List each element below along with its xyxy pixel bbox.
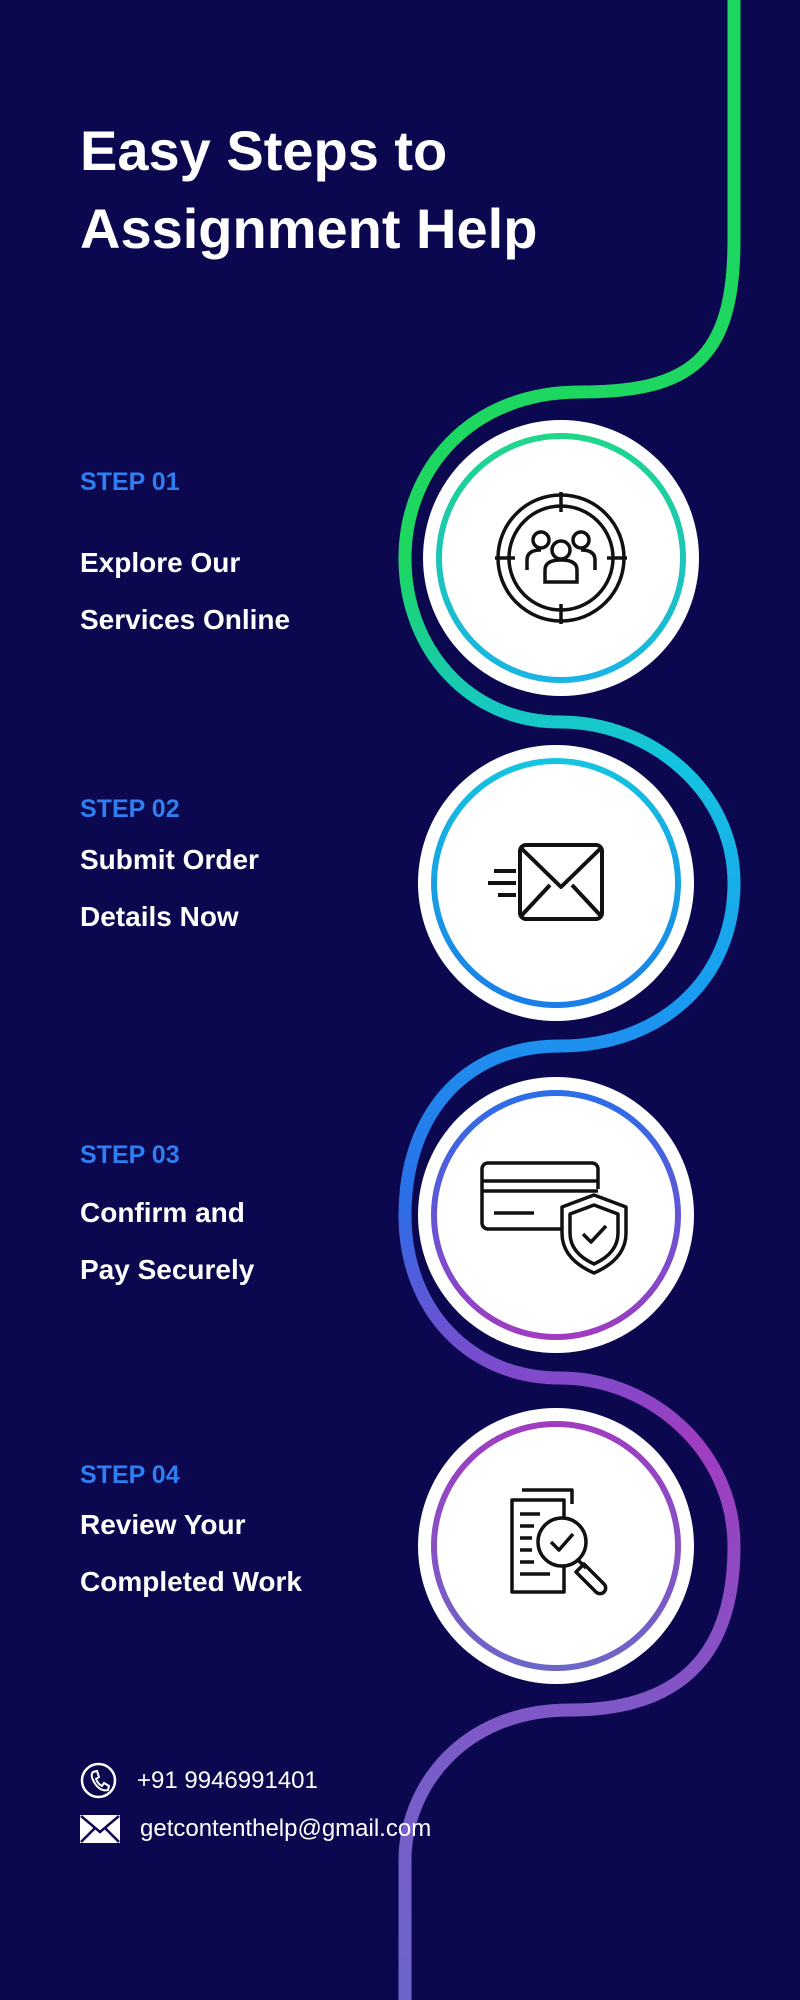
email-icon xyxy=(80,1815,120,1843)
step-description: Review Your Completed Work xyxy=(80,1496,410,1610)
step-description-line: Explore Our xyxy=(80,547,241,578)
step-description: Confirm and Pay Securely xyxy=(80,1184,410,1298)
step-description: Explore Our Services Online xyxy=(80,534,410,648)
step-circle xyxy=(418,1077,694,1353)
step-circle xyxy=(418,745,694,1021)
step-circle xyxy=(423,420,699,696)
step-description-line: Services Online xyxy=(80,604,291,635)
step-description-line: Submit Order xyxy=(80,844,259,875)
step-label: STEP 04 xyxy=(80,1461,180,1489)
step-description-line: Confirm and xyxy=(80,1197,245,1228)
step-description: Submit Order Details Now xyxy=(80,831,410,945)
step-description-line: Pay Securely xyxy=(80,1254,255,1285)
step-description-line: Completed Work xyxy=(80,1566,302,1597)
step-description-line: Review Your xyxy=(80,1509,246,1540)
secure-card-icon xyxy=(480,1161,628,1275)
send-mail-icon xyxy=(488,843,604,921)
step-label: STEP 03 xyxy=(80,1141,180,1169)
step-label: STEP 01 xyxy=(80,468,180,496)
page-title: Easy Steps to Assignment Help xyxy=(80,119,538,260)
phone-icon xyxy=(80,1762,117,1799)
step-circle xyxy=(418,1408,694,1684)
step-description-line: Details Now xyxy=(80,901,239,932)
document-review-icon xyxy=(510,1488,608,1596)
target-group-icon xyxy=(495,492,627,624)
phone-number: +91 9946991401 xyxy=(137,1766,318,1794)
contact-phone[interactable]: +91 9946991401 xyxy=(80,1762,318,1799)
contact-email[interactable]: getcontenthelp@gmail.com xyxy=(80,1815,431,1843)
email-address: getcontenthelp@gmail.com xyxy=(140,1815,432,1842)
step-label: STEP 02 xyxy=(80,795,180,823)
